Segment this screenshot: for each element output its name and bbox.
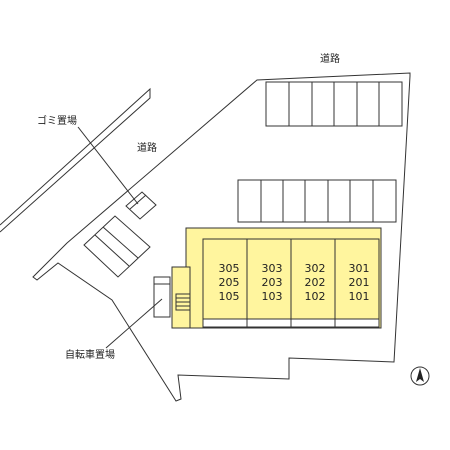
parking-row-lower — [237, 179, 397, 223]
unit-number: 201 — [349, 276, 370, 289]
garbage-label: ゴミ置場 — [37, 114, 77, 127]
bicycle-parking — [153, 276, 171, 318]
unit-number: 103 — [262, 290, 283, 303]
staircase — [175, 293, 191, 311]
unit-number: 301 — [349, 262, 370, 275]
angled-shed — [83, 215, 151, 278]
unit-number: 305 — [219, 262, 240, 275]
unit-number: 203 — [262, 276, 283, 289]
road-label-top: 道路 — [320, 52, 340, 65]
unit-column: 303 203 103 — [262, 262, 283, 303]
unit-column: 305 205 105 — [219, 262, 240, 303]
site-boundary — [32, 72, 411, 402]
unit-number: 101 — [349, 290, 370, 303]
road-label-left: 道路 — [137, 141, 157, 154]
unit-number: 105 — [219, 290, 240, 303]
building-footprint — [185, 227, 382, 329]
unit-column: 302 202 102 — [305, 262, 326, 303]
bicycle-leader-line — [105, 298, 163, 349]
unit-number: 303 — [262, 262, 283, 275]
unit-number: 302 — [305, 262, 326, 275]
building: 305 205 105 303 203 103 302 202 102 301 … — [171, 227, 382, 329]
unit-number: 202 — [305, 276, 326, 289]
north-arrow-icon — [410, 366, 430, 386]
unit-number: 102 — [305, 290, 326, 303]
unit-number: 205 — [219, 276, 240, 289]
garbage-station — [125, 191, 157, 220]
garbage-leader-line — [77, 126, 139, 205]
road-lines — [0, 87, 151, 233]
parking-row-upper — [265, 81, 403, 127]
unit-column: 301 201 101 — [349, 262, 370, 303]
bicycle-label: 自転車置場 — [65, 348, 115, 361]
corridor — [202, 318, 380, 328]
